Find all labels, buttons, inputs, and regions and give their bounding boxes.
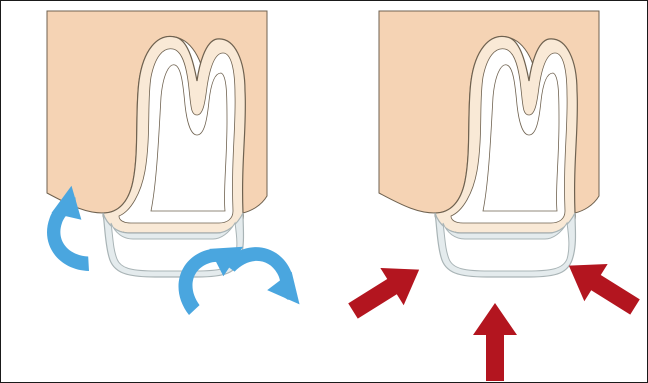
left-panel	[47, 11, 267, 277]
red-arrow-bottom	[473, 303, 517, 381]
right-panel	[379, 11, 599, 277]
red-arrow-left	[341, 251, 430, 330]
